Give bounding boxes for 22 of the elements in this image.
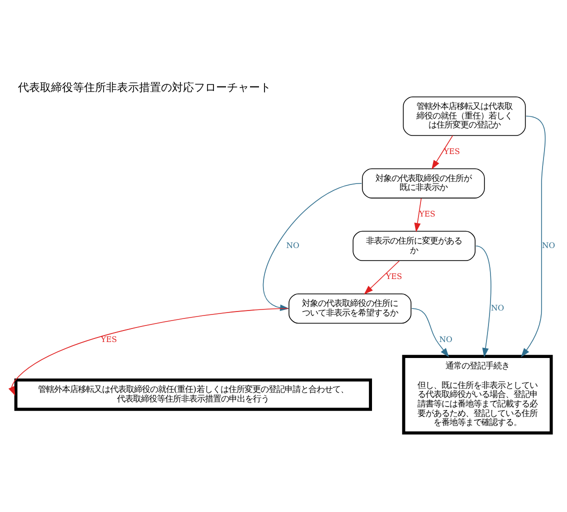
node-box: 管轄外本店移転又は代表取締役の就任(重任)若しくは住所変更の登記申請と合わせて、代表取締役等住所非表示措置の申出を行う xyxy=(14,378,372,411)
node-box: 対象の代表取締役の住所について非表示を希望するか xyxy=(288,293,412,324)
diagram-title: 代表取締役等住所非表示措置の対応フローチャート xyxy=(18,80,271,94)
arrow xyxy=(432,135,454,170)
arrow xyxy=(364,260,400,294)
edge-label: NO xyxy=(491,303,504,312)
arrow xyxy=(520,116,546,358)
edge-label: YES xyxy=(419,210,436,219)
node-box: 非表示の住所に変更があるか xyxy=(352,230,476,262)
arrow xyxy=(476,246,492,358)
edge-label: NO xyxy=(286,240,300,250)
node-box: 管轄外本店移転又は代表取締役の就任（重任）若しくは住所変更の登記か xyxy=(402,96,526,136)
edge-label: NO xyxy=(439,334,452,344)
node-box: 対象の代表取締役の住所が既に非表示か xyxy=(362,168,485,198)
arrow xyxy=(414,198,422,232)
edge-label: NO xyxy=(542,240,556,250)
arrow xyxy=(411,308,450,358)
edge-label: YES xyxy=(386,272,402,282)
node-box: 通常の登記手続き 但し、既に住所を非表示としている代表取締役がいる場合、登記申請書等には番地等まで記載する必要があるため、登記している住所を番地等まで確認する。 xyxy=(402,354,553,434)
arrow xyxy=(8,308,289,396)
edge-label: YES xyxy=(100,334,117,344)
edge-label: YES xyxy=(444,147,460,156)
